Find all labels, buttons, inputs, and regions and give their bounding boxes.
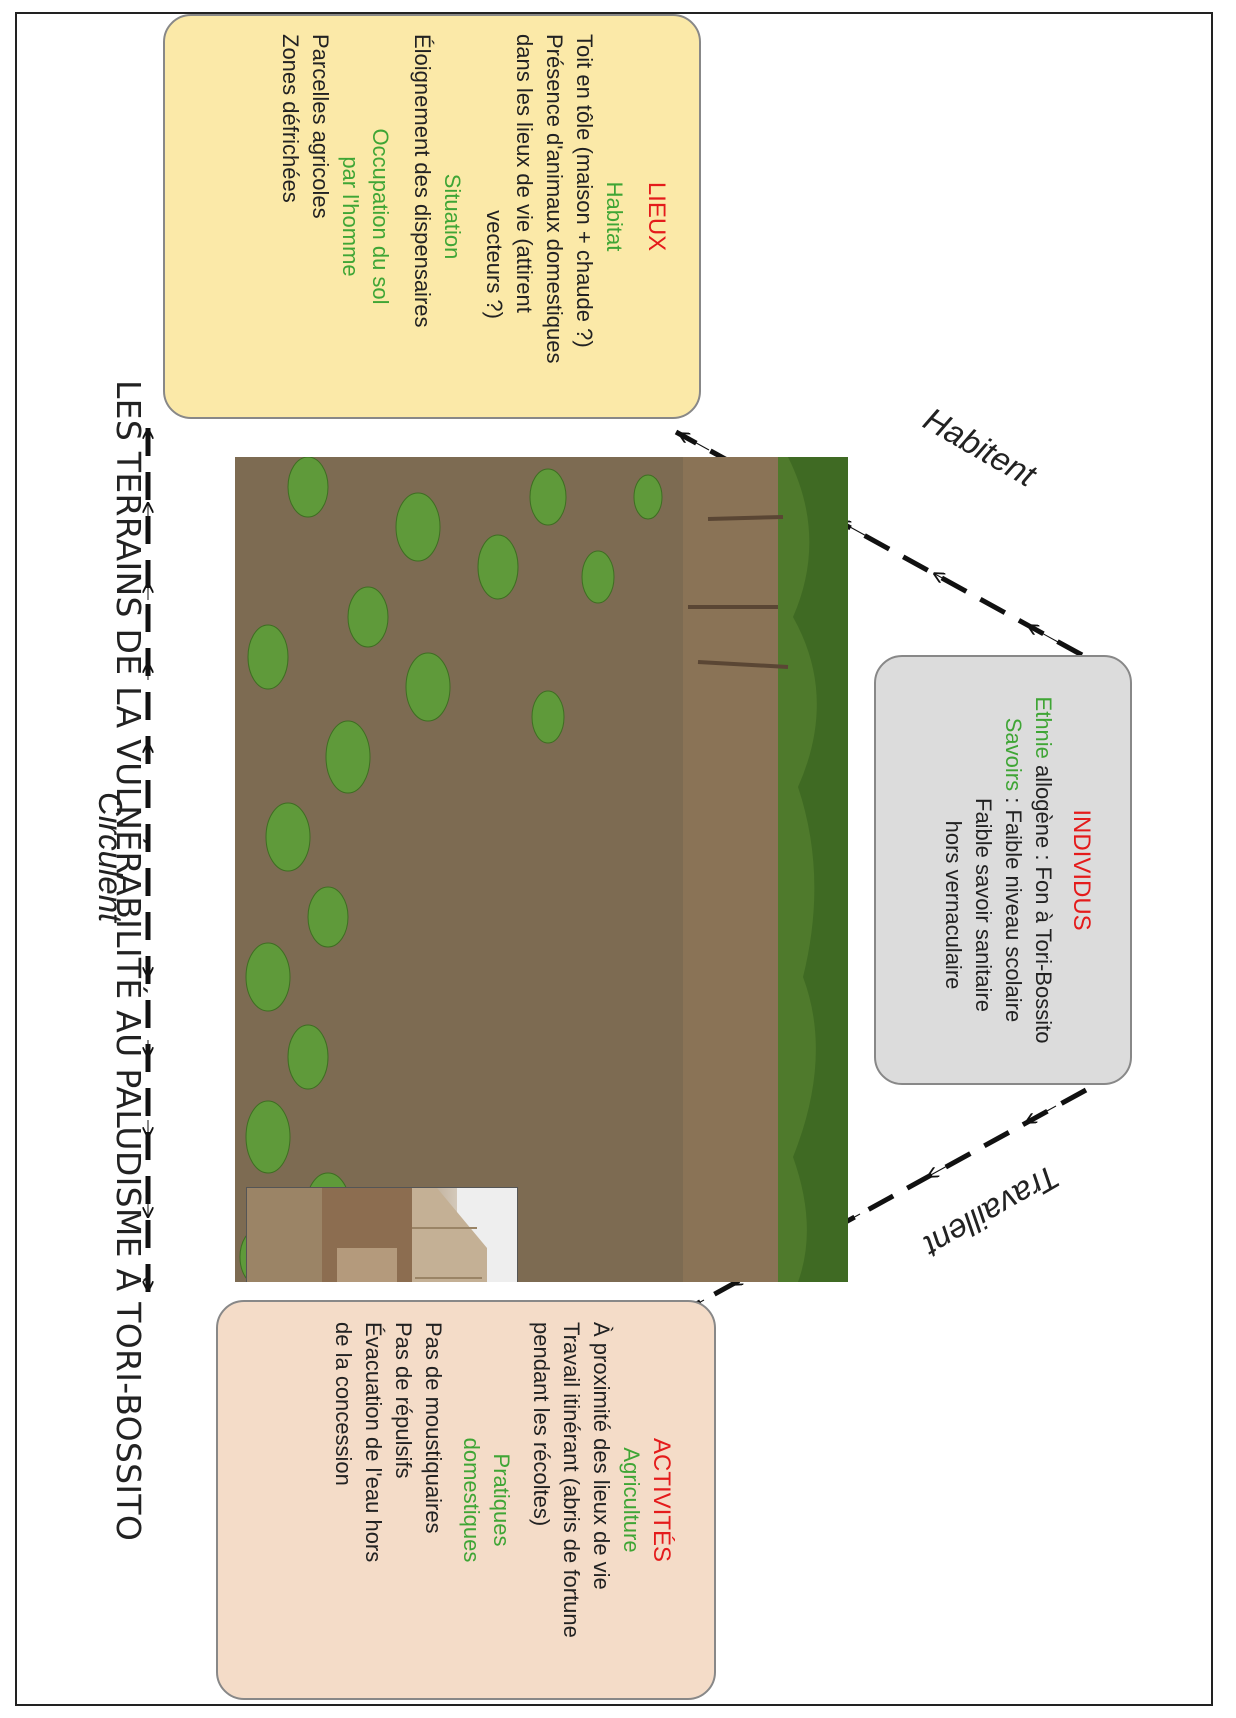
situation-label: Situation [440,173,465,260]
agriculture-line-1: À proximité des lieux de vie [589,1322,614,1590]
individus-box: INDIVIDUS Ethnie allogène : Fon à Tori-B… [874,655,1132,1085]
pratiques-line-3: Évacuation de l'eau hors [361,1322,386,1563]
ethnie-line: Ethnie allogène : Fon à Tori-Bossito [1028,667,1058,1073]
pratiques-label-2: domestiques [459,1437,484,1563]
situation-line-1: Éloignement des dispensaires [410,34,435,328]
lieux-box: LIEUX Habitat Toit en tôle (maison + cha… [163,14,701,419]
circulent-label: Circulent [92,792,129,923]
occupation-line-1: Parcelles agricoles [308,34,333,219]
pratiques-line-2: Pas de répulsifs [391,1322,416,1479]
agriculture-label: Agriculture [619,1447,644,1553]
savoirs-line-3: hors vernaculaire [941,820,966,990]
house-photo-drawing [247,1188,517,1282]
savoirs-line: Savoirs : Faible niveau scolaire [998,667,1028,1073]
habitat-line-4: vecteurs ?) [482,210,507,319]
pratiques-label-1: Pratiques [489,1453,514,1547]
field-photo [235,457,848,1282]
activites-heading: ACTIVITÉS [648,1437,675,1563]
house-photo [246,1187,518,1282]
occupation-label-1: Occupation du sol [368,128,393,305]
pratiques-line-1: Pas de moustiquaires [421,1322,446,1534]
individus-heading: INDIVIDUS [1068,809,1095,931]
occupation-label-2: par l'homme [338,156,363,277]
habitat-line-1: Toit en tôle (maison + chaude ?) [572,34,597,348]
activites-box: ACTIVITÉS Agriculture À proximité des li… [216,1300,716,1700]
page-frame [15,12,1213,1706]
savoirs-label: Savoirs [1001,717,1026,792]
pratiques-line-4: de la concession [331,1322,356,1486]
savoirs-text: : Faible niveau scolaire [1001,791,1026,1023]
lieux-heading: LIEUX [643,181,670,252]
agriculture-line-2: Travail itinérant (abris de fortune [559,1322,584,1638]
habitat-line-2: Présence d'animaux domestiques [542,34,567,364]
habitat-line-3: dans les lieux de vie (attirent [512,34,537,313]
agriculture-line-3: pendant les récoltes) [529,1322,554,1527]
ethnie-text: allogène : Fon à Tori-Bossito [1031,758,1056,1044]
habitat-label: Habitat [602,181,627,252]
occupation-line-2: Zones défrichées [278,34,303,203]
savoirs-line-2: Faible savoir sanitaire [971,798,996,1012]
ethnie-label: Ethnie [1031,696,1056,759]
field-photo-drawing [235,457,848,1282]
